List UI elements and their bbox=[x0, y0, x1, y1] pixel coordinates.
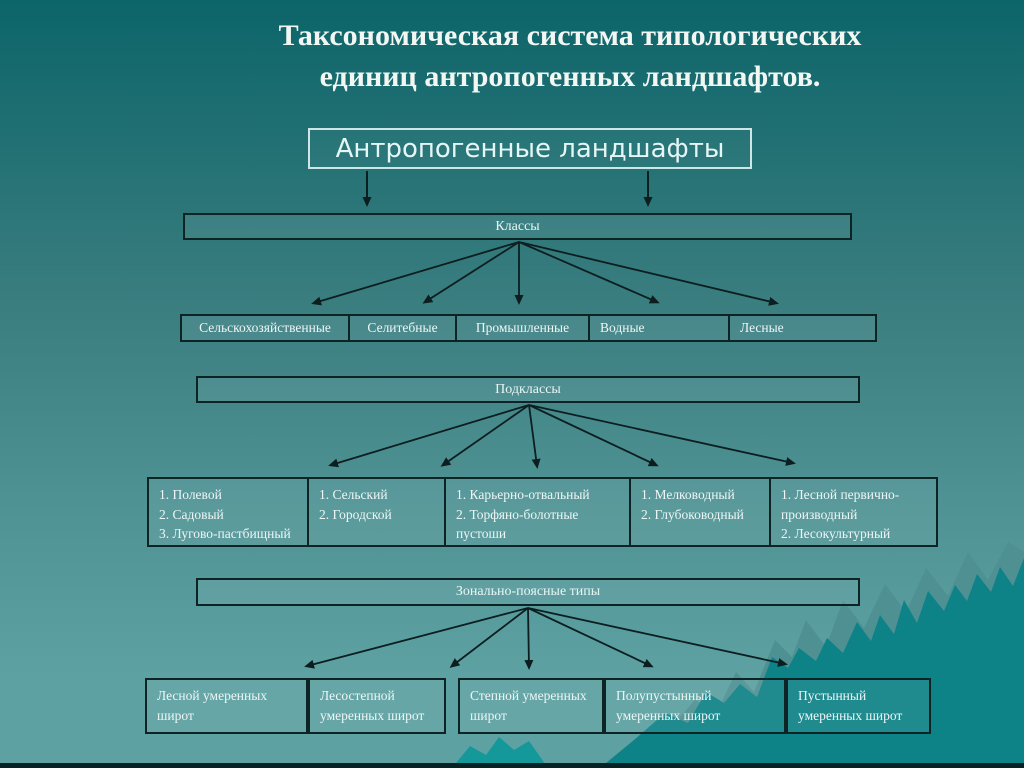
class-box-residential: Селитебные bbox=[348, 314, 457, 342]
class-box-label: Промышленные bbox=[475, 320, 570, 335]
zonal-box-semi-desert: Полупустынный умеренных широт bbox=[604, 678, 786, 734]
title-line-1: Таксономическая система типологических bbox=[278, 19, 862, 52]
class-box-label: Сельскохозяйственные bbox=[199, 320, 331, 335]
zonal-box-label: Полупустынный умеренных широт bbox=[616, 688, 721, 723]
zonal-fan-arrows bbox=[304, 607, 788, 670]
class-box-label: Селитебные bbox=[367, 320, 438, 335]
subclasses-fan-arrows bbox=[328, 404, 796, 469]
bottom-edge-strip bbox=[0, 763, 1024, 768]
subclass-box-label: 1. Карьерно-отвальный 2. Торфяно-болотны… bbox=[456, 487, 590, 542]
class-box-agricultural: Сельскохозяйственные bbox=[180, 314, 350, 342]
zonal-box-label: Пустынный умеренных широт bbox=[798, 688, 903, 723]
subclass-box-water: 1. Мелководный 2. Глубоководный bbox=[629, 477, 771, 547]
class-box-industrial: Промышленные bbox=[455, 314, 590, 342]
class-box-label: Водные bbox=[600, 320, 645, 335]
subclasses-header-label: Подклассы bbox=[495, 381, 561, 397]
zonal-box-desert: Пустынный умеренных широт bbox=[786, 678, 931, 734]
zonal-box-steppe: Степной умеренных широт bbox=[458, 678, 604, 734]
zonal-box-forest-temperate: Лесной умеренных широт bbox=[145, 678, 308, 734]
root-node-label: Антропогенные ландшафты bbox=[335, 133, 725, 164]
subclasses-header-bar: Подклассы bbox=[196, 376, 860, 403]
classes-fan-arrows bbox=[311, 241, 779, 306]
mountain-back-ridge bbox=[640, 542, 1024, 768]
title-line-2: единиц антропогенных ландшафтов. bbox=[319, 59, 821, 93]
classes-header-bar: Классы bbox=[183, 213, 852, 240]
subclass-box-label: 1. Сельский 2. Городской bbox=[319, 487, 392, 522]
class-box-water: Водные bbox=[588, 314, 730, 342]
subclass-box-label: 1. Мелководный 2. Глубоководный bbox=[641, 487, 744, 522]
slide-title: Таксономическая система типологических е… bbox=[160, 16, 980, 97]
subclass-box-label: 1. Полевой 2. Садовый 3. Лугово-пастбищн… bbox=[159, 487, 291, 542]
class-box-label: Лесные bbox=[740, 320, 784, 335]
root-node: Антропогенные ландшафты bbox=[308, 128, 752, 169]
zonal-box-label: Степной умеренных широт bbox=[470, 688, 587, 723]
subclass-box-label: 1. Лесной первично- производный 2. Лесок… bbox=[781, 487, 900, 542]
subclass-box-agricultural: 1. Полевой 2. Садовый 3. Лугово-пастбищн… bbox=[147, 477, 309, 547]
zonal-box-forest-steppe: Лесостепной умеренных широт bbox=[308, 678, 446, 734]
root-to-classes-arrows bbox=[362, 171, 653, 207]
classes-header-label: Классы bbox=[495, 218, 540, 234]
zonal-box-label: Лесостепной умеренных широт bbox=[320, 688, 425, 723]
subclass-box-residential: 1. Сельский 2. Городской bbox=[307, 477, 446, 547]
zonal-box-label: Лесной умеренных широт bbox=[157, 688, 268, 723]
zonal-header-bar: Зонально-поясные типы bbox=[196, 578, 860, 606]
subclass-box-industrial: 1. Карьерно-отвальный 2. Торфяно-болотны… bbox=[444, 477, 631, 547]
zonal-header-label: Зонально-поясные типы bbox=[455, 584, 601, 599]
subclass-box-forest: 1. Лесной первично- производный 2. Лесок… bbox=[769, 477, 938, 547]
class-box-forest: Лесные bbox=[728, 314, 877, 342]
